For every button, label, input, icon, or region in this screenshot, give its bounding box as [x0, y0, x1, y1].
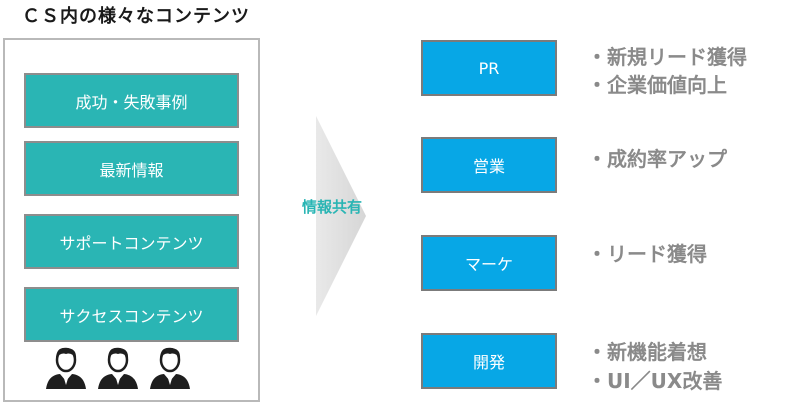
- share-arrow: [316, 116, 366, 316]
- share-label: 情報共有: [302, 198, 363, 216]
- dev-bullet-2: ・UI／UX改善: [587, 369, 723, 393]
- pr-bullet-1: ・新規リード獲得: [587, 45, 747, 69]
- content-box-latest-info: 最新情報: [24, 141, 239, 196]
- person-icon: [150, 347, 190, 389]
- content-box-success-failure: 成功・失敗事例: [24, 73, 239, 128]
- cs-contents-title: ＣＳ内の様々なコンテンツ: [22, 6, 250, 27]
- dept-box-sales: 営業: [421, 137, 557, 193]
- dev-bullet-1: ・新機能着想: [587, 340, 707, 364]
- content-box-support: サポートコンテンツ: [24, 214, 239, 269]
- marketing-bullet-1: ・リード獲得: [587, 242, 707, 266]
- person-icon: [46, 347, 86, 389]
- content-box-success: サクセスコンテンツ: [24, 287, 239, 342]
- pr-bullet-2: ・企業価値向上: [587, 73, 727, 97]
- sales-bullet-1: ・成約率アップ: [587, 147, 727, 171]
- dept-box-marketing: マーケ: [421, 235, 557, 291]
- person-icon: [98, 347, 138, 389]
- dept-box-pr: PR: [421, 40, 557, 96]
- dept-box-development: 開発: [421, 333, 557, 389]
